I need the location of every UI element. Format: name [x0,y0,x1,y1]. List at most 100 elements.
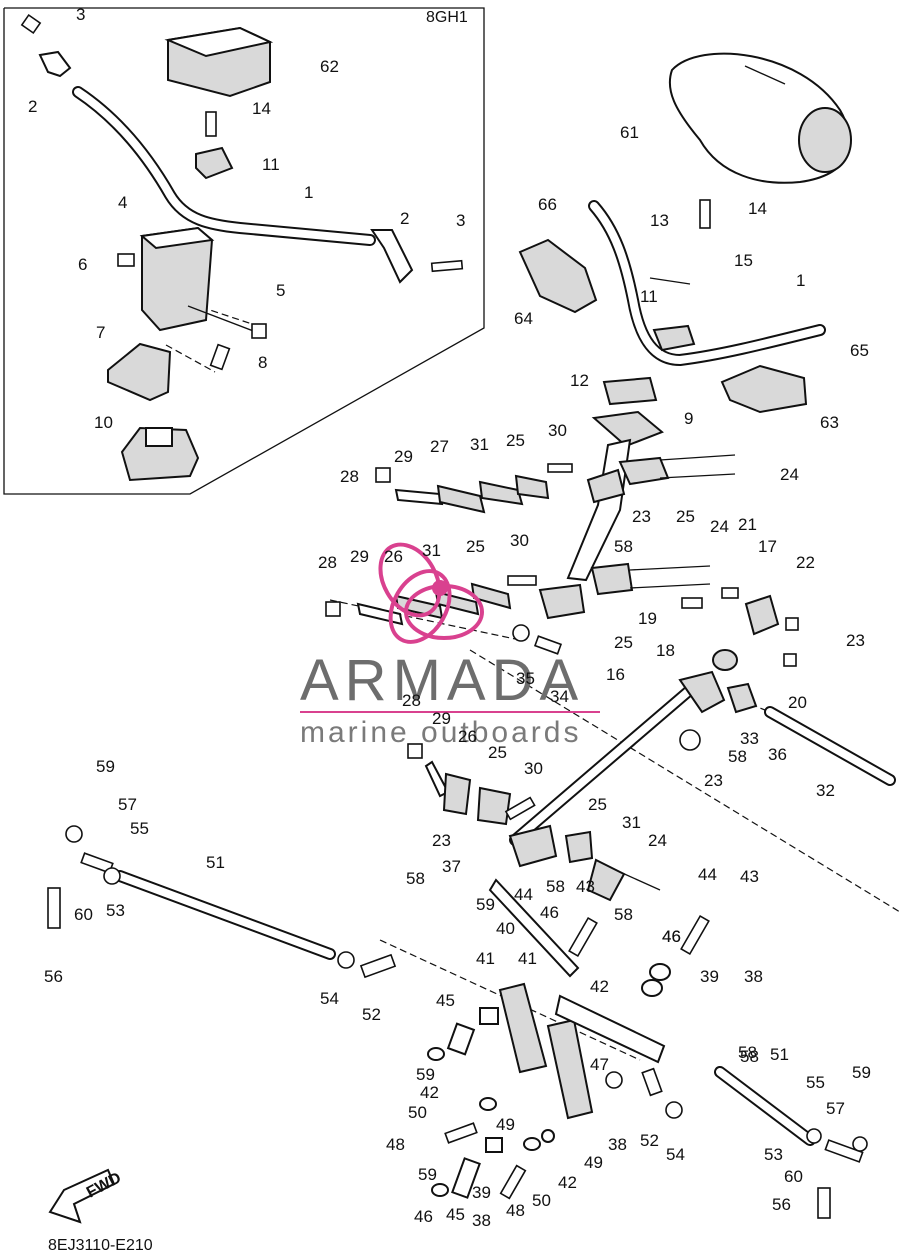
callout-38: 38 [472,1211,491,1230]
callout-1: 1 [304,183,313,202]
callout-31: 31 [470,435,489,454]
callout-12: 12 [570,371,589,390]
callout-46: 46 [414,1207,433,1226]
main-handlebar-1 [588,200,826,366]
callout-41: 41 [476,949,495,968]
callout-38: 38 [608,1135,627,1154]
callout-55: 55 [130,819,149,838]
callout-58: 58 [738,1043,757,1062]
watermark-tagline: marine outboards [300,716,581,749]
callout-13: 13 [650,211,669,230]
callout-2: 2 [400,209,409,228]
callout-58: 58 [406,869,425,888]
callout-39: 39 [472,1183,491,1202]
callout-35: 35 [516,669,535,688]
rod-32 [679,682,896,786]
callout-54: 54 [666,1145,685,1164]
callout-59: 59 [476,895,495,914]
inset-grip-cap-right [370,229,464,284]
callout-23: 23 [632,507,651,526]
links-lower [407,743,536,826]
callout-49: 49 [496,1115,515,1134]
callout-30: 30 [524,759,543,778]
callout-29: 29 [432,709,451,728]
callout-50: 50 [408,1103,427,1122]
callout-30: 30 [548,421,567,440]
callout-28: 28 [340,467,359,486]
callout-56: 56 [772,1195,791,1214]
callout-4: 4 [118,193,127,212]
callout-45: 45 [446,1205,465,1224]
callout-15: 15 [734,251,753,270]
handlebar-clamps [602,199,711,406]
callout-22: 22 [796,553,815,572]
callout-20: 20 [788,693,807,712]
callout-30: 30 [510,531,529,550]
callout-11: 11 [640,287,658,306]
callout-40: 40 [496,919,515,938]
inset-grip-cap-left [20,13,72,78]
callout-59: 59 [852,1063,871,1082]
callout-43: 43 [576,877,595,896]
callout-57: 57 [826,1099,845,1118]
grip-65-63 [720,364,808,414]
callout-34: 34 [550,687,569,706]
callout-16: 16 [606,665,625,684]
callout-60: 60 [74,905,93,924]
callout-48: 48 [386,1135,405,1154]
callout-23: 23 [432,831,451,850]
callout-52: 52 [640,1131,659,1150]
callout-62: 62 [320,57,339,76]
callout-29: 29 [350,547,369,566]
callout-25: 25 [614,633,633,652]
callout-52: 52 [362,1005,381,1024]
links-middle [325,575,537,626]
callout-17: 17 [758,537,777,556]
callout-28: 28 [318,553,337,572]
inset-riser-4 [117,226,267,339]
callout-8: 8 [258,353,267,372]
callout-25: 25 [588,795,607,814]
callout-39: 39 [700,967,719,986]
callout-64: 64 [514,309,533,328]
callout-25: 25 [466,537,485,556]
inset-frame [3,7,485,495]
rod-51-left [47,825,397,979]
callout-56: 56 [44,967,63,986]
callout-37: 37 [442,857,461,876]
callout-49: 49 [584,1153,603,1172]
callout-60: 60 [784,1167,803,1186]
armada-watermark: ARMADA marine outboards [300,542,600,749]
callout-61: 61 [620,123,639,142]
callout-26: 26 [384,547,403,566]
callout-58: 58 [546,877,565,896]
callout-19: 19 [638,609,657,628]
callout-27: 27 [430,437,449,456]
callout-1: 1 [796,271,805,290]
callout-29: 29 [394,447,413,466]
callout-63: 63 [820,413,839,432]
inset-clamp-11 [195,111,234,180]
callout-6: 6 [78,255,87,274]
callout-59: 59 [416,1065,435,1084]
callout-42: 42 [558,1173,577,1192]
callout-44: 44 [698,865,717,884]
callout-25: 25 [676,507,695,526]
callout-26: 26 [458,727,477,746]
callout-33: 33 [740,729,759,748]
callout-58: 58 [614,537,633,556]
callout-23: 23 [704,771,723,790]
callout-43: 43 [740,867,759,886]
callout-3: 3 [456,211,465,230]
callout-58: 58 [740,1047,759,1066]
inset-cover-10 [120,426,200,482]
callout-54: 54 [320,989,339,1008]
callout-25: 25 [506,431,525,450]
callout-51: 51 [206,853,225,872]
callout-47: 47 [590,1055,609,1074]
callout-31: 31 [622,813,641,832]
main-shaft-16 [509,649,738,846]
callout-48: 48 [506,1201,525,1220]
